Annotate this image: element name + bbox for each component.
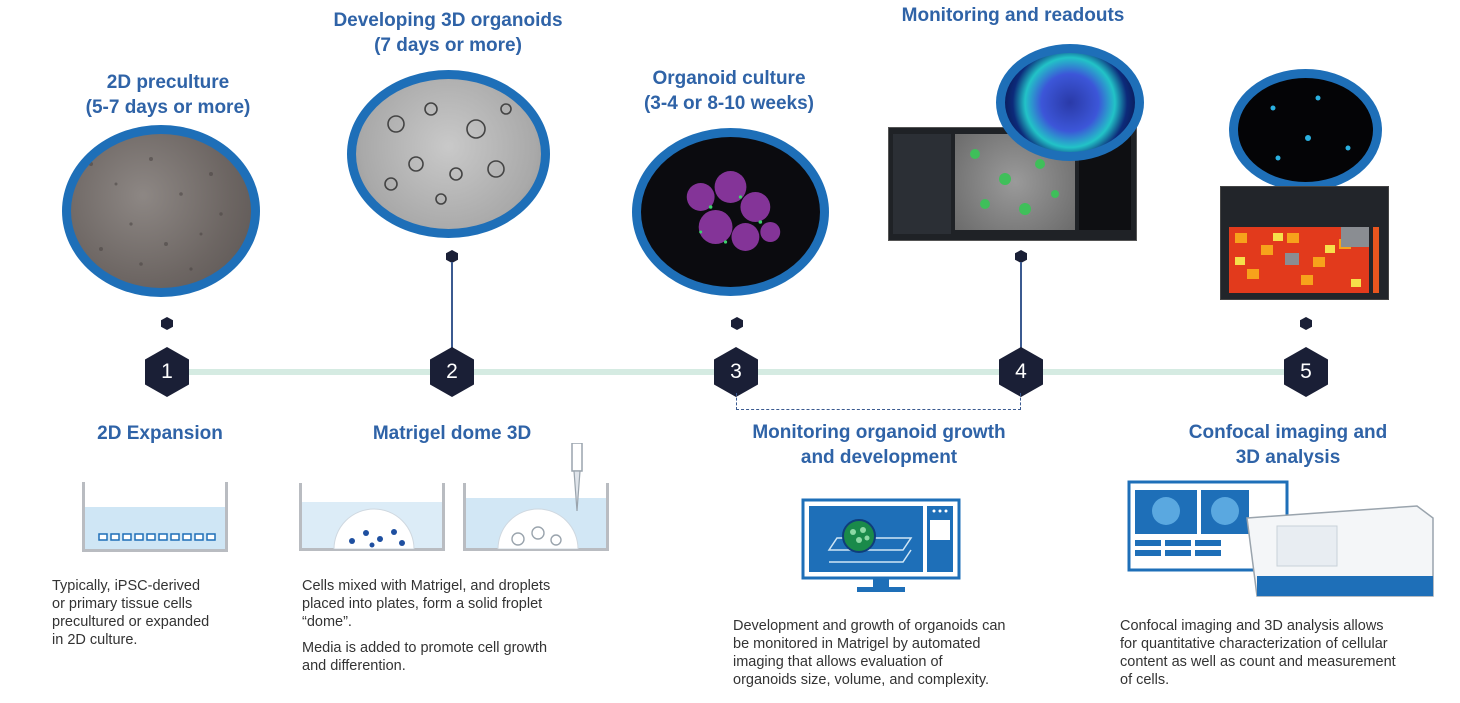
step2-marker-dot — [446, 250, 458, 263]
title-line: (3-4 or 8-10 weeks) — [643, 93, 815, 114]
title-line: Monitoring organoid growth — [752, 422, 1006, 443]
confocal-spots-image — [1229, 69, 1382, 191]
2d-culture-well-illustration — [82, 482, 228, 552]
desc-line: of cells. — [1120, 672, 1170, 688]
title-line: Organoid culture — [652, 68, 806, 89]
software-sidebar — [893, 134, 951, 234]
preculture-cells-image — [62, 125, 260, 297]
organoids-brightfield-image — [347, 70, 550, 238]
desc-line: and differention. — [302, 658, 406, 674]
desc-line: imaging that allows evaluation of — [733, 654, 943, 670]
desc-line: in 2D culture. — [52, 632, 138, 648]
step1-marker-dot — [161, 317, 173, 330]
step2-top-title: Developing 3D organoids (7 days or more) — [318, 8, 578, 58]
title-line: Confocal imaging and — [1188, 422, 1388, 443]
step4-connector-line — [1020, 262, 1022, 350]
desc-line: Media is added to promote cell growth — [302, 640, 548, 656]
step-5-hexagon: 5 — [1284, 347, 1328, 397]
monitoring-description: Development and growth of organoids can … — [733, 617, 1073, 689]
expansion-description: Typically, iPSC-derived or primary tissu… — [52, 577, 282, 649]
monitor-icon — [801, 498, 961, 592]
desc-line: be monitored in Matrigel by automated — [733, 636, 981, 652]
desc-line: placed into plates, form a solid froplet — [302, 596, 543, 612]
desc-line: organoids size, volume, and complexity. — [733, 672, 990, 688]
title-line: Developing 3D organoids — [333, 10, 563, 31]
desc-line: Typically, iPSC-derived — [52, 578, 201, 594]
matrigel-dome-well-illustration — [299, 483, 445, 551]
step-3-hexagon: 3 — [714, 347, 758, 397]
title-line: 2D Expansion — [97, 423, 223, 444]
matrigel-title: Matrigel dome 3D — [352, 421, 552, 446]
pipette-icon — [571, 443, 583, 512]
step2-connector-line — [451, 262, 453, 350]
expansion-title: 2D Expansion — [60, 421, 260, 446]
confocal-title: Confocal imaging and 3D analysis — [1163, 420, 1413, 470]
step4-marker-dot — [1015, 250, 1027, 263]
analysis-heatmap-screen — [1220, 186, 1389, 300]
step1-top-title: 2D preculture (5-7 days or more) — [68, 70, 268, 120]
desc-line: content as well as count and measurement — [1120, 654, 1396, 670]
title-line: 3D analysis — [1235, 447, 1341, 468]
title-line: (7 days or more) — [374, 35, 522, 56]
confocal-microscope-icon — [1127, 480, 1434, 597]
step3-marker-dot — [731, 317, 743, 330]
organoid-confocal-image — [996, 44, 1144, 161]
step-1-hexagon: 1 — [145, 347, 189, 397]
matrigel-description: Cells mixed with Matrigel, and droplets … — [302, 577, 622, 683]
organoid-fluorescence-image — [632, 128, 829, 296]
title-line: 2D preculture — [106, 72, 230, 93]
title-line: and development — [800, 447, 958, 468]
step3-top-title: Organoid culture (3-4 or 8-10 weeks) — [628, 66, 830, 116]
media-added-well-illustration — [463, 483, 609, 551]
steps-3-4-dashed-bracket — [736, 393, 1021, 410]
monitoring-growth-title: Monitoring organoid growth and developme… — [725, 420, 1033, 470]
desc-line: precultured or expanded — [52, 614, 210, 630]
step5-marker-dot — [1300, 317, 1312, 330]
title-line: Matrigel dome 3D — [372, 423, 532, 444]
step4-top-title: Monitoring and readouts — [883, 3, 1143, 28]
title-line: (5-7 days or more) — [85, 97, 251, 118]
desc-line: Development and growth of organoids can — [733, 618, 1006, 634]
desc-line: “dome”. — [302, 614, 352, 630]
desc-line: or primary tissue cells — [52, 596, 193, 612]
title-line: Monitoring and readouts — [901, 5, 1125, 26]
desc-line: Cells mixed with Matrigel, and droplets — [302, 578, 551, 594]
desc-line: for quantitative characterization of cel… — [1120, 636, 1388, 652]
step-2-hexagon: 2 — [430, 347, 474, 397]
desc-line: Confocal imaging and 3D analysis allows — [1120, 618, 1384, 634]
confocal-description: Confocal imaging and 3D analysis allows … — [1120, 617, 1456, 689]
step-4-hexagon: 4 — [999, 347, 1043, 397]
